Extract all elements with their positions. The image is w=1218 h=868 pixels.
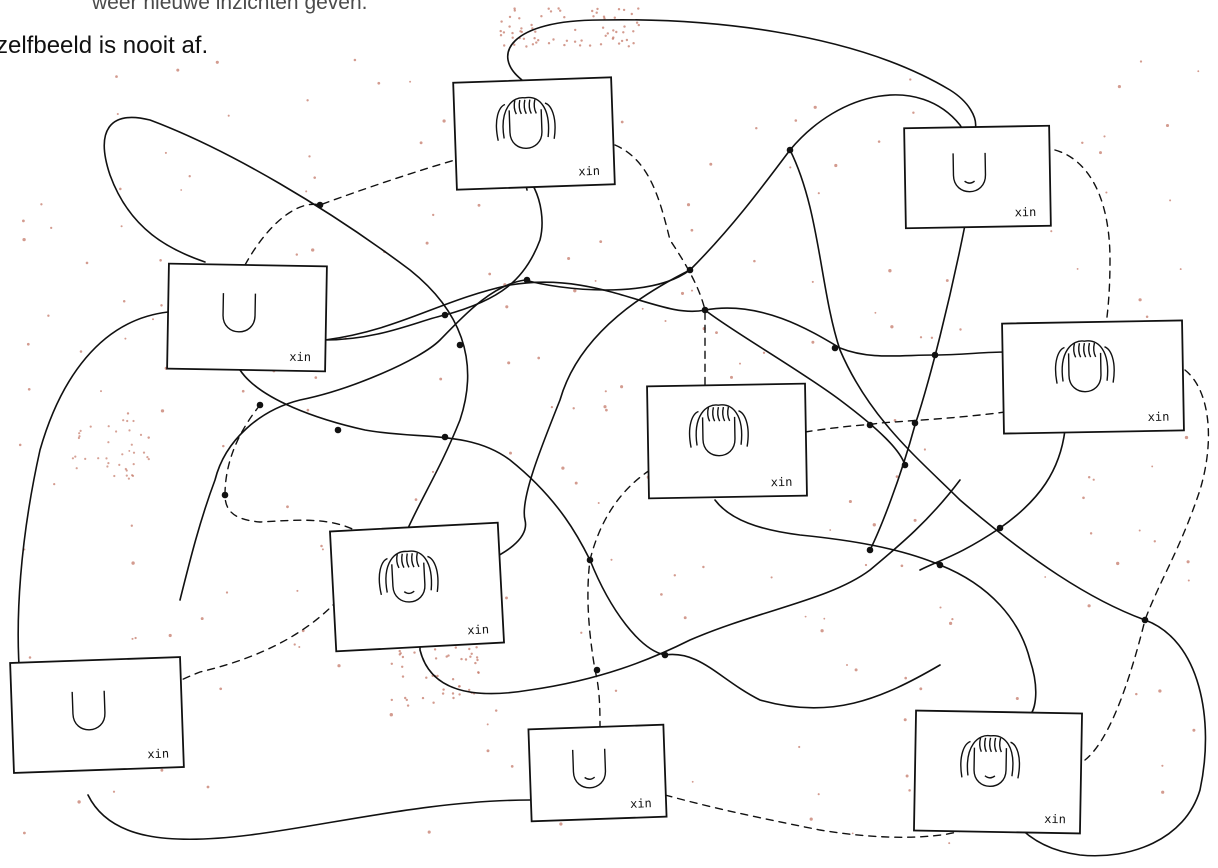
intersection-dot	[996, 524, 1004, 532]
curve-right-6	[919, 429, 1066, 571]
portrait-center-left: xin	[329, 521, 505, 653]
intersection-dot	[911, 419, 919, 427]
curve-left-edge	[17, 311, 169, 681]
face-icon	[571, 748, 607, 789]
portrait-frames: xin xin xin xin xin xin xin xin xin	[9, 76, 1185, 835]
intersection-dot	[256, 401, 264, 409]
face-icon	[960, 735, 1021, 787]
frame-signature: xin	[630, 796, 652, 811]
intersection-dot	[786, 146, 794, 154]
frame-signature: xin	[289, 350, 311, 364]
intersection-dot	[931, 351, 939, 359]
dashed-7	[1084, 369, 1210, 761]
portrait-right: xin	[1001, 319, 1185, 435]
intersection-dot	[316, 201, 324, 209]
dashed-8	[664, 794, 971, 838]
portrait-top-center: xin	[452, 76, 616, 191]
curve-top-loop	[179, 19, 977, 601]
intersection-dot	[441, 311, 449, 319]
dashed-1	[244, 159, 456, 266]
frame-signature: xin	[147, 747, 169, 762]
portrait-bottom-center: xin	[527, 723, 668, 823]
intersection-dot	[661, 651, 669, 659]
frame-signature: xin	[467, 622, 489, 637]
intersection-dot	[456, 341, 464, 349]
intersection-dot	[701, 306, 709, 314]
face-icon	[495, 96, 556, 149]
curve-left-bottom	[87, 794, 531, 841]
intersection-dot	[866, 421, 874, 429]
face-icon	[1054, 340, 1115, 393]
face-icon	[688, 404, 749, 457]
intersection-dot	[1141, 616, 1149, 624]
intersection-nodes	[221, 146, 1149, 674]
curve-right-5	[869, 224, 966, 551]
portrait-top-right: xin	[903, 124, 1052, 230]
frame-signature: xin	[578, 164, 600, 179]
curve-right-4	[714, 499, 1037, 716]
curve-left-loop	[103, 116, 469, 536]
curve-mid-1	[324, 178, 543, 341]
intersection-dot	[831, 344, 839, 352]
frame-signature: xin	[1044, 812, 1066, 826]
portrait-left: xin	[166, 262, 328, 373]
dashed-4	[164, 599, 339, 691]
face-icon	[378, 550, 439, 603]
intersection-dot	[593, 666, 601, 674]
intersection-dot	[586, 556, 594, 564]
face-icon	[71, 690, 106, 731]
curve-right-7	[704, 309, 906, 466]
frame-signature: xin	[771, 475, 793, 489]
portrait-bottom-left: xin	[9, 656, 185, 774]
dashed-9	[587, 469, 651, 731]
intersection-dot	[901, 461, 909, 469]
face-icon	[222, 293, 257, 333]
portrait-middle: xin	[646, 382, 808, 500]
dashed-5	[804, 411, 1006, 433]
intersection-dot	[936, 561, 944, 569]
caption-line-1: weer nieuwe inzichten geven.	[92, 0, 368, 14]
intersection-dot	[866, 546, 874, 554]
dashed-3	[224, 404, 371, 541]
intersection-dot	[221, 491, 229, 499]
intersection-dot	[686, 266, 694, 274]
caption-line-2: zelfbeeld is nooit af.	[0, 32, 209, 59]
intersection-dot	[441, 433, 449, 441]
intersection-dot	[523, 276, 531, 284]
face-icon	[952, 152, 987, 193]
frame-signature: xin	[1015, 205, 1037, 219]
dashed-6	[1054, 149, 1111, 326]
portrait-bottom-right: xin	[913, 709, 1083, 835]
curve-right-1	[789, 149, 1207, 857]
curve-right-3	[489, 269, 691, 561]
intersection-dot	[334, 426, 342, 434]
frame-signature: xin	[1148, 410, 1170, 424]
